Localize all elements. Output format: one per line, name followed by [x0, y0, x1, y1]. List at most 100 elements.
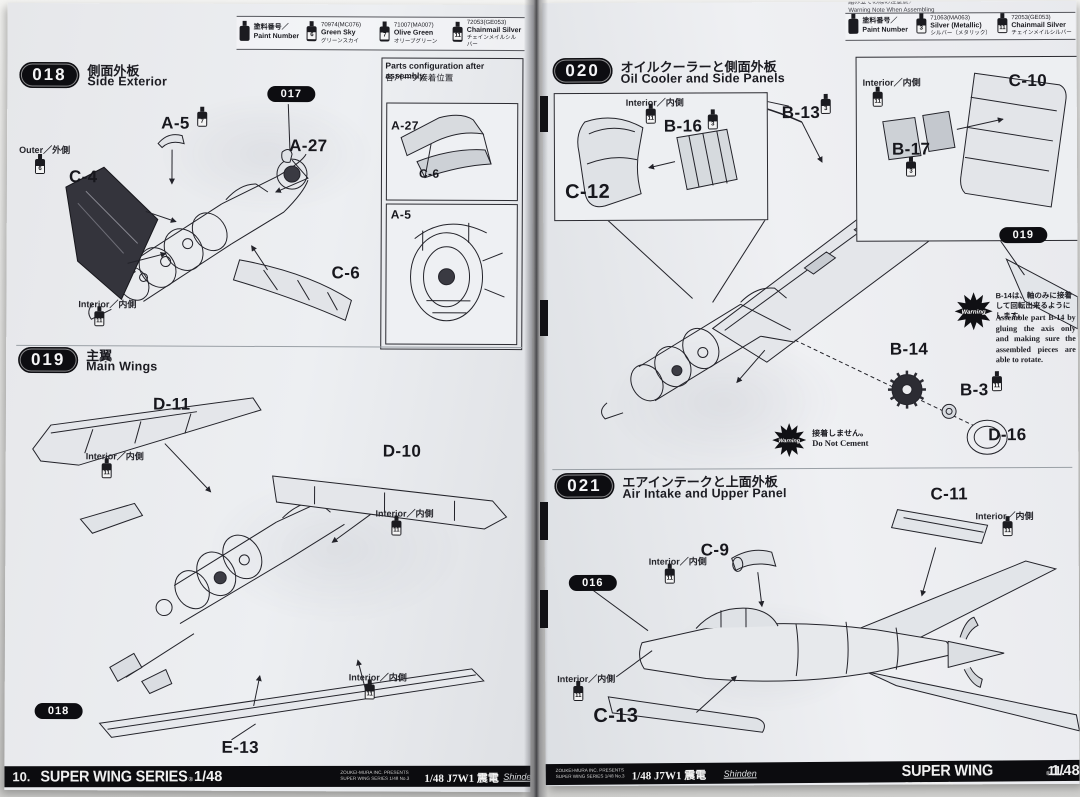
paint-entry: 3 71063(MA063) Silver (Metallic) シルバー（メタ…	[913, 13, 994, 39]
paint-bottle-icon	[848, 19, 859, 35]
paint-header-en: Paint Number	[253, 33, 300, 41]
callout-c4: C-4	[68, 167, 98, 187]
paint-bottle-icon: 11	[94, 311, 105, 327]
paint-header-cell: 塗料番号／ Paint Number	[237, 17, 304, 50]
footer-model-name: Shinden	[723, 768, 757, 779]
step-019-badge: 019	[18, 346, 79, 374]
paint-name-jp: グリーンスカイ	[320, 37, 360, 44]
series-title: SUPER WING SERIES	[40, 767, 188, 786]
interior-label: Interior／内側	[348, 672, 407, 683]
detail-box-c12	[553, 92, 769, 222]
credit-line-2: SUPER WING SERIES 1/48 No.3	[555, 772, 625, 779]
footer-right: ZOUKEI-MURA INC. PRESENTS SUPER WING SER…	[545, 759, 1080, 786]
page-left: 塗料番号／ Paint Number 6 70974(MC076) Green …	[4, 2, 534, 793]
paint-name-jp: チェインメイルシルバー	[466, 35, 517, 48]
footer-credits: ZOUKEI-MURA INC. PRESENTS SUPER WING SER…	[340, 770, 409, 781]
paint-bottle-icon: 11	[872, 91, 883, 107]
svg-text:Warning: Warning	[962, 309, 987, 316]
parts-box-title-jp: 各パーツ接着位置	[385, 72, 454, 83]
step-020-title-en: Oil Cooler and Side Panels	[620, 71, 785, 86]
callout-a5: A-5	[161, 113, 190, 133]
ref-017-badge: 017	[267, 85, 316, 103]
paint-entry: 7 71007(MA007) Olive Green オリーブグリーン	[377, 17, 450, 50]
paint-table-left: 塗料番号／ Paint Number 6 70974(MC076) Green …	[236, 15, 525, 52]
registered-mark: ®	[188, 776, 194, 783]
paint-bottle-icon: 3	[707, 114, 718, 130]
warning-icon: Warning	[954, 292, 993, 331]
step-020-badge: 020	[552, 57, 613, 85]
callout-c13: C-13	[593, 704, 639, 727]
paint-bottle-icon: 11	[991, 376, 1002, 392]
parts-box-a27-c6	[385, 102, 519, 202]
paint-bottle-icon: 3	[916, 18, 927, 34]
ref-019-badge: 019	[999, 226, 1048, 244]
paint-bottle-icon: 11	[664, 568, 675, 584]
step-018-badge: 018	[19, 61, 80, 89]
paint-entry: 11 72053(GE053) Chainmail Silver チェインメイル…	[994, 13, 1075, 39]
callout-a27-box: A-27	[391, 118, 419, 133]
svg-text:Warning: Warning	[778, 438, 800, 444]
page-right: 組み立ての際の注意点／ Warning Note When Assembling…	[542, 0, 1080, 787]
parts-box-a27-c6-drawing	[400, 114, 492, 179]
footer-series-left: SUPER WING SERIES ® 1/48	[40, 767, 223, 786]
edge-index-mark	[540, 300, 548, 336]
paint-bottle-icon: 11	[364, 684, 375, 700]
ref-018-badge: 018	[34, 702, 83, 720]
paint-bottle-icon: 11	[997, 18, 1008, 34]
interior-label: Interior／内側	[648, 556, 707, 567]
outer-label: Outer／外側	[19, 144, 71, 156]
paint-bottle-icon: 11	[391, 520, 402, 536]
page-gutter	[524, 0, 548, 797]
callout-b3: B-3	[959, 380, 989, 400]
step-019-diagram	[13, 371, 523, 769]
ref-016-badge: 016	[568, 574, 617, 592]
paint-name: Olive Green	[393, 29, 434, 38]
edge-index-mark	[540, 590, 548, 628]
paint-bottle-icon: 11	[452, 26, 463, 42]
callout-e13: E-13	[221, 737, 260, 757]
rotate-note-en: Assemble part B-14 by gluing the axis on…	[995, 312, 1076, 365]
series-scale: 1/48	[194, 768, 223, 785]
paint-bottle-icon: 7	[379, 26, 390, 42]
section-divider	[552, 466, 1073, 471]
paint-name-jp: チェインメイルシルバー	[1011, 30, 1072, 37]
interior-label: Interior／内側	[78, 299, 137, 310]
paint-entry: 6 70974(MC076) Green Sky グリーンスカイ	[304, 17, 377, 50]
detail-box-c10-drawing	[882, 72, 1067, 208]
paint-header-jp: 塗料番号／	[253, 24, 289, 32]
paint-name-jp: オリーブグリーン	[393, 38, 438, 45]
interior-label: Interior／内側	[625, 97, 684, 108]
paint-bottle-icon: 6	[306, 25, 317, 41]
interior-label: Interior／内側	[375, 508, 434, 519]
paint-bottle-icon: 3	[905, 161, 917, 177]
callout-d16: D-16	[988, 425, 1027, 445]
assembly-note-jp: 組み立ての際の注意点／	[848, 0, 915, 6]
footer-model: 1/48 J7W1 震電	[631, 769, 707, 782]
callout-a5-box: A-5	[390, 207, 412, 222]
footer-model: 1/48 J7W1 震電	[424, 772, 499, 785]
paint-bottle-icon: 6	[34, 158, 46, 175]
callout-c11: C-11	[930, 484, 968, 504]
page-number-left: 10.	[12, 769, 31, 785]
callout-c9: C-9	[700, 540, 730, 560]
callout-a27: A-27	[289, 136, 328, 156]
step-021-badge: 021	[554, 472, 615, 500]
paint-bottle-icon: 11	[1002, 521, 1013, 537]
paint-name: Green Sky	[320, 29, 356, 37]
paint-entry: 11 72053(GE053) Chainmail Silver チェインメイル…	[450, 18, 525, 51]
paint-header-cell: 塗料番号／ Paint Number	[845, 14, 913, 40]
paint-bottle-icon	[239, 25, 250, 41]
footer-left: 10. SUPER WING SERIES ® 1/48 ZOUKEI-MURA…	[4, 765, 534, 788]
credit-line-1: ZOUKEI-MURA INC. PRESENTS	[340, 769, 409, 775]
paint-table-right: 塗料番号／ Paint Number 3 71063(MA063) Silver…	[845, 11, 1076, 41]
step-021-title-en: Air Intake and Upper Panel	[622, 486, 787, 501]
callout-d11: D-11	[152, 394, 191, 414]
callout-c6: C-6	[331, 263, 361, 283]
interior-label: Interior／内側	[557, 673, 616, 685]
warning-icon: Warning	[772, 423, 807, 458]
interior-label: Interior／内側	[85, 451, 144, 462]
callout-b16: B-16	[663, 116, 703, 136]
callout-c12: C-12	[565, 180, 611, 204]
paint-name-jp: シルバー（メタリック）	[930, 30, 991, 37]
